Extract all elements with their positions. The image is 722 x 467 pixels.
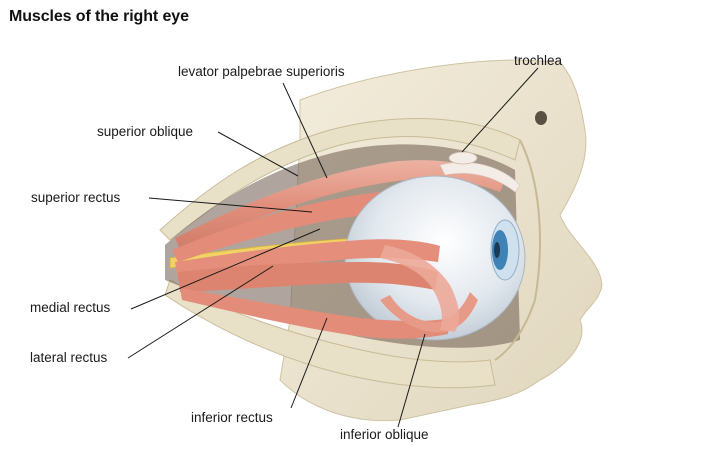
leader-superior-oblique bbox=[217, 131, 299, 177]
label-inferior-oblique: inferior oblique bbox=[340, 427, 429, 442]
leader-levator bbox=[282, 82, 328, 179]
label-lateral-rectus: lateral rectus bbox=[30, 350, 108, 365]
leader-inferior-oblique bbox=[397, 333, 426, 428]
leader-superior-rectus bbox=[148, 197, 313, 213]
label-inferior-rectus: inferior rectus bbox=[191, 410, 273, 425]
diagram-title: Muscles of the right eye bbox=[9, 8, 189, 25]
label-medial-rectus: medial rectus bbox=[30, 300, 111, 315]
inferior-oblique-belly bbox=[380, 245, 460, 332]
leader-inferior-rectus bbox=[290, 317, 328, 409]
leader-lines bbox=[127, 67, 539, 428]
pupil bbox=[494, 242, 500, 258]
label-superior-oblique: superior oblique bbox=[97, 124, 194, 139]
lower-orbit-bone bbox=[164, 279, 496, 389]
foramen bbox=[535, 111, 547, 125]
orbital-rim bbox=[494, 139, 541, 361]
label-levator-palpebrae-superioris: levator palpebrae superioris bbox=[178, 64, 345, 79]
upper-orbit-bone bbox=[159, 118, 521, 241]
trochlea-structure bbox=[448, 151, 478, 165]
leader-trochlea bbox=[461, 67, 539, 153]
label-trochlea: trochlea bbox=[514, 53, 563, 68]
leader-lateral-rectus bbox=[127, 265, 274, 359]
leader-medial-rectus bbox=[130, 228, 321, 310]
inferior-rectus-muscle bbox=[180, 288, 450, 339]
label-superior-rectus: superior rectus bbox=[31, 190, 121, 205]
